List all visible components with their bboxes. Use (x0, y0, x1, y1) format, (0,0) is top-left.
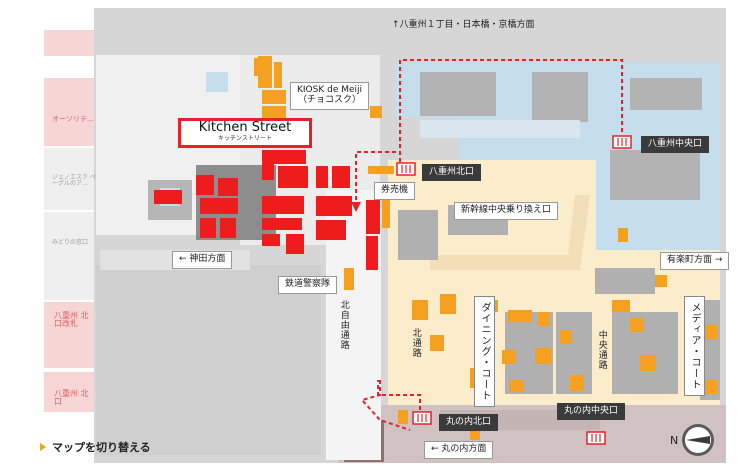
switch-map-button[interactable]: マップを切り替える (40, 439, 151, 455)
dining-court-label: ダイニング・コート (474, 296, 495, 407)
marunouchi-north-exit-label: 丸の内北口 (439, 414, 499, 431)
kiosk-label: KIOSK de Meiji （チョコスク） (290, 82, 370, 110)
media-court-label: メディア・コート (684, 296, 705, 396)
side-panel-item: オーソリテ… (52, 115, 94, 123)
central-passage-label: 中央通路 (596, 330, 607, 370)
kiosk-subname: （チョコスク） (298, 94, 362, 105)
kanda-direction-label: ← 神田方面 (172, 251, 233, 269)
side-panel-item: ジェノエスク ペーグルのア… (52, 174, 96, 187)
ticket-machine-label: 券売機 (374, 182, 416, 200)
north-free-passage-label: 北自由通路 (338, 300, 349, 350)
side-panel-item: 八重州 北口 (54, 389, 89, 406)
yaesu-central-exit-label: 八重州中央口 (641, 136, 710, 153)
yurakucho-direction-label: 有楽町方面 → (660, 252, 730, 270)
north-direction-label: ↑八重州１丁目・日本橋・京橋方面 (392, 20, 535, 30)
kitchen-street-name: Kitchen Street (198, 120, 292, 135)
marunouchi-direction-label: ← 丸の内方面 (424, 441, 494, 459)
side-panel-item: 八重州 北口改札 (54, 311, 89, 328)
kitchen-street-title[interactable]: Kitchen Street キッチンストリート (178, 118, 312, 148)
compass-n-label: N (670, 434, 679, 447)
north-passage-label: 北通路 (410, 328, 421, 358)
marunouchi-central-exit-label: 丸の内中央口 (557, 403, 626, 420)
railway-police-label: 鉄道警察隊 (278, 276, 338, 294)
shinkansen-transfer-label: 新幹線中央乗り換え口 (454, 202, 559, 220)
switch-map-label: マップを切り替える (52, 441, 151, 454)
yaesu-north-exit-label: 八重州北口 (422, 164, 482, 181)
kitchen-street-kana: キッチンストリート (218, 135, 272, 142)
kiosk-name: KIOSK de Meiji (297, 85, 363, 95)
side-panel-item: みどりの窓口 (52, 239, 89, 246)
triangle-icon (40, 443, 46, 451)
